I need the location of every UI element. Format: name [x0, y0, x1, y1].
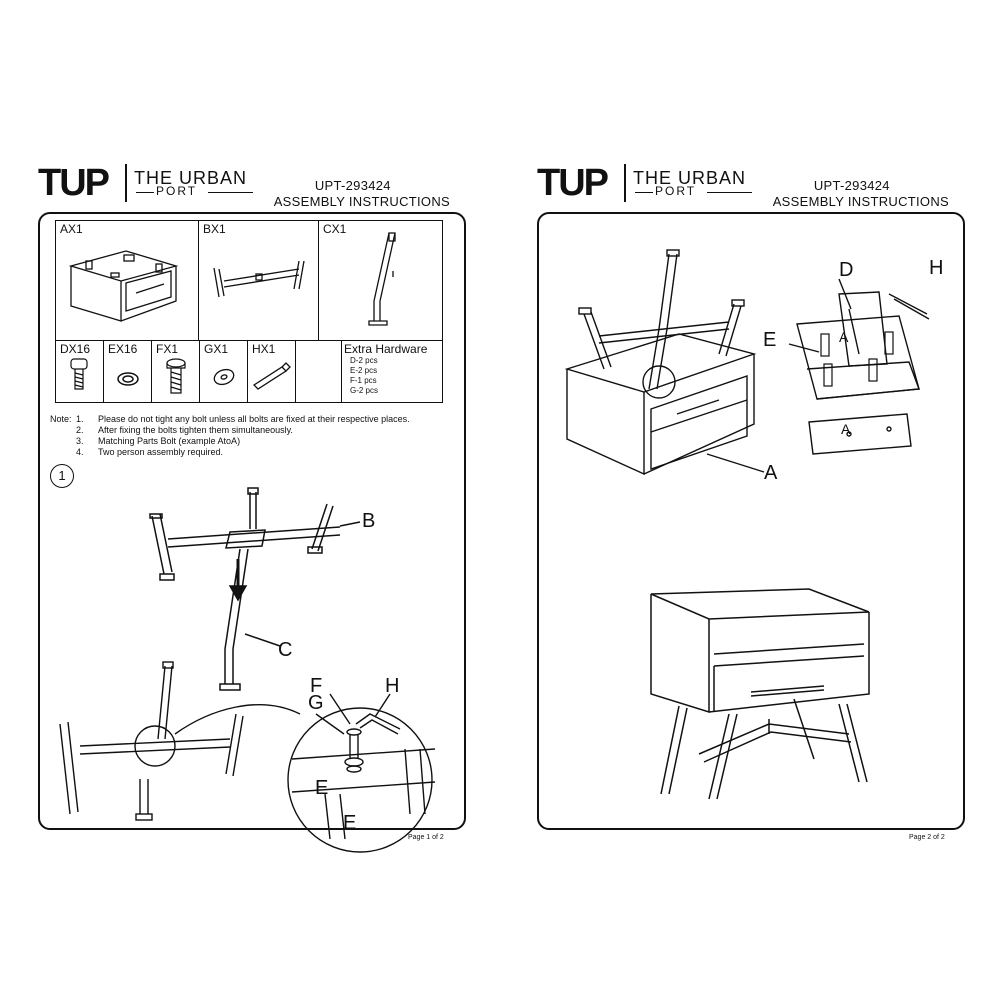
step-number: 1 [50, 464, 74, 488]
step1-detail-illustration: G F H E E [59, 661, 436, 853]
part-cell-g: GX1 [200, 341, 248, 402]
brand-line2: PORT [156, 184, 198, 198]
part-label: FX1 [156, 342, 179, 356]
brand-line1: THE URBAN [134, 168, 248, 188]
part-cell-c: CX1 [319, 221, 442, 341]
brand-line1: THE URBAN [633, 168, 747, 188]
part-label: BX1 [203, 222, 226, 236]
crossbar-c-illustration [368, 232, 396, 326]
part-cell-h: HX1 [248, 341, 296, 402]
page-title: ASSEMBLY INSTRUCTIONS [273, 194, 450, 209]
callout-h: H [929, 257, 943, 279]
callout-a-1: A [839, 329, 849, 345]
part-cell-e: EX16 [104, 341, 152, 402]
part-cell-empty [296, 341, 342, 402]
page-header: UPT-293424 ASSEMBLY INSTRUCTIONS [773, 178, 949, 210]
brand-mark: TUP [537, 162, 609, 204]
logo-rule-right [208, 192, 253, 193]
callout-a-3: A [764, 462, 778, 484]
callout-e-2: E [343, 812, 356, 834]
part-cell-f: FX1 [152, 341, 200, 402]
instruction-frame: D H E A A A [537, 212, 965, 830]
callout-a-2: A [841, 421, 851, 437]
page-footer: Page 2 of 2 [909, 834, 945, 841]
brand-line2: PORT [655, 184, 697, 198]
note-text: Two person assembly required. [98, 447, 224, 457]
cabinet-part-illustration [68, 250, 179, 322]
step1-frame-illustration: B C [149, 487, 375, 691]
part-label: CX1 [323, 222, 347, 236]
parts-table: AX1 BX1 [55, 220, 443, 403]
callout-f: F [310, 675, 322, 697]
bolt-f-icon [166, 358, 186, 394]
logo-rule-right [707, 192, 752, 193]
page-title: ASSEMBLY INSTRUCTIONS [772, 194, 949, 209]
product-code: UPT-293424 [314, 178, 391, 193]
extra-item: E-2 pcs [350, 366, 378, 375]
extra-hardware-title: Extra Hardware [344, 342, 428, 356]
part-label: DX16 [60, 342, 91, 356]
callout-e-1: E [315, 777, 328, 799]
product-code: UPT-293424 [813, 178, 890, 193]
logo-divider [125, 164, 127, 202]
callout-h: H [385, 675, 399, 697]
callout-b: B [362, 510, 375, 532]
callout-c: C [278, 639, 292, 661]
note-text: Please do not tight any bolt unless all … [98, 414, 410, 424]
note-text: After fixing the bolts tighten them simu… [98, 425, 293, 435]
part-label: HX1 [252, 342, 276, 356]
extra-item: F-1 pcs [350, 376, 377, 385]
logo-rule-left [635, 192, 653, 193]
notes-label: Note: [50, 414, 72, 424]
callout-e: E [763, 329, 776, 351]
part-cell-b: BX1 [199, 221, 319, 341]
callout-d: D [839, 259, 853, 281]
page-footer: Page 1 of 2 [408, 834, 444, 841]
part-label: EX16 [108, 342, 138, 356]
part-label: AX1 [60, 222, 83, 236]
extra-hardware-cell: Extra Hardware D-2 pcs E-2 pcs F-1 pcs G… [342, 341, 442, 402]
note-number: 2. [76, 425, 84, 435]
logo-divider [624, 164, 626, 202]
brand-mark: TUP [38, 162, 110, 204]
extra-item: D-2 pcs [350, 356, 378, 365]
brand-logo: TUP THE URBAN PORT [38, 160, 268, 204]
bolt-d-icon [70, 358, 88, 390]
note-number: 3. [76, 436, 84, 446]
part-cell-d: DX16 [56, 341, 104, 402]
brand-logo: TUP THE URBAN PORT [537, 160, 767, 204]
extra-item: G-2 pcs [350, 386, 379, 395]
page-header: UPT-293424 ASSEMBLY INSTRUCTIONS [274, 178, 450, 210]
note-number: 1. [76, 414, 84, 424]
lock-washer-e-icon [117, 372, 139, 386]
allen-key-h-icon [252, 362, 291, 390]
crossbar-b-illustration [213, 260, 305, 298]
part-cell-a: AX1 [56, 221, 199, 341]
note-number: 4. [76, 447, 84, 457]
logo-rule-left [136, 192, 154, 193]
instruction-frame: AX1 BX1 [38, 212, 466, 853]
callout-g: G [308, 692, 324, 714]
flat-washer-g-icon [213, 368, 235, 386]
part-label: GX1 [204, 342, 229, 356]
step2-illustration: D H E A A A [564, 249, 943, 800]
note-text: Matching Parts Bolt (example AtoA) [98, 436, 241, 446]
notes-list: Note: 1. Please do not tight any bolt unle… [50, 414, 410, 458]
